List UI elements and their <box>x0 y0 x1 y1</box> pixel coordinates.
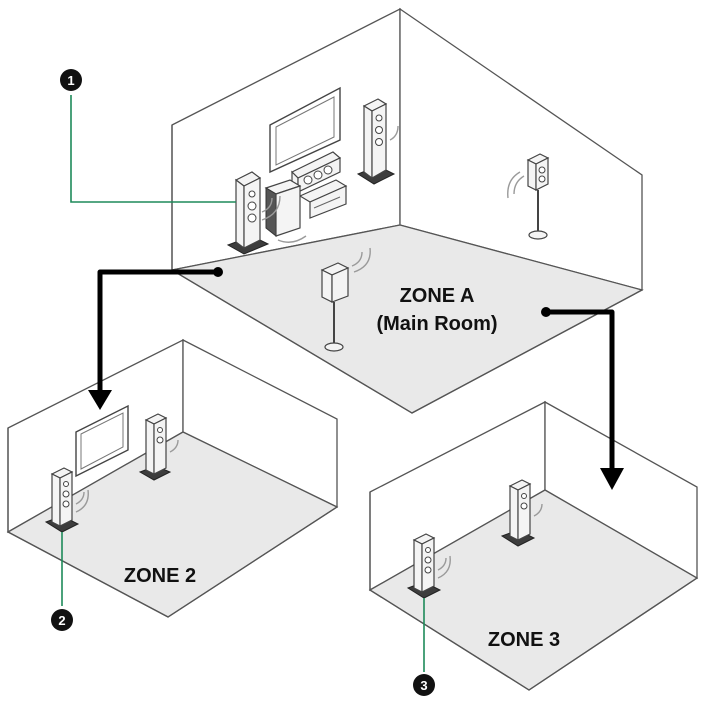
arrow-origin-dot-left <box>213 267 223 277</box>
callout-2: 2 <box>51 532 73 631</box>
callout-3: 3 <box>413 598 435 696</box>
zone-a-label: ZONE A <box>400 285 475 307</box>
arrow-to-zone-3 <box>546 309 624 490</box>
arrow-origin-dot-right <box>541 307 551 317</box>
zone-3-label: ZONE 3 <box>488 629 560 651</box>
zone-2-left-speaker <box>44 467 89 533</box>
zone-a-front-left-speaker <box>226 171 281 255</box>
zone-a-surround-left-speaker <box>320 247 371 352</box>
zone-a-sublabel: (Main Room) <box>376 313 497 335</box>
callout-1-number: 1 <box>67 73 74 88</box>
zone-2-tv <box>75 404 129 478</box>
zone-a-front-right-speaker <box>356 98 399 185</box>
zone-a-tv <box>269 86 341 174</box>
callout-1: 1 <box>60 69 236 203</box>
zone-2-label: ZONE 2 <box>124 565 196 587</box>
arrow-to-zone-2 <box>88 269 218 410</box>
zone-a-subwoofer <box>264 179 307 243</box>
zone-a-surround-right-speaker <box>507 153 550 240</box>
zone-2-left-edge <box>7 428 338 618</box>
zone-a-left-edge <box>171 125 643 414</box>
zone-3-right-speaker <box>500 479 543 547</box>
callout-3-number: 3 <box>420 678 427 693</box>
zone-3-left-speaker <box>406 533 451 599</box>
callout-2-number: 2 <box>58 613 65 628</box>
zone-a-av-receiver <box>298 179 348 219</box>
zone-3-left-edge <box>369 492 698 691</box>
zone-2-right-speaker <box>138 413 179 481</box>
